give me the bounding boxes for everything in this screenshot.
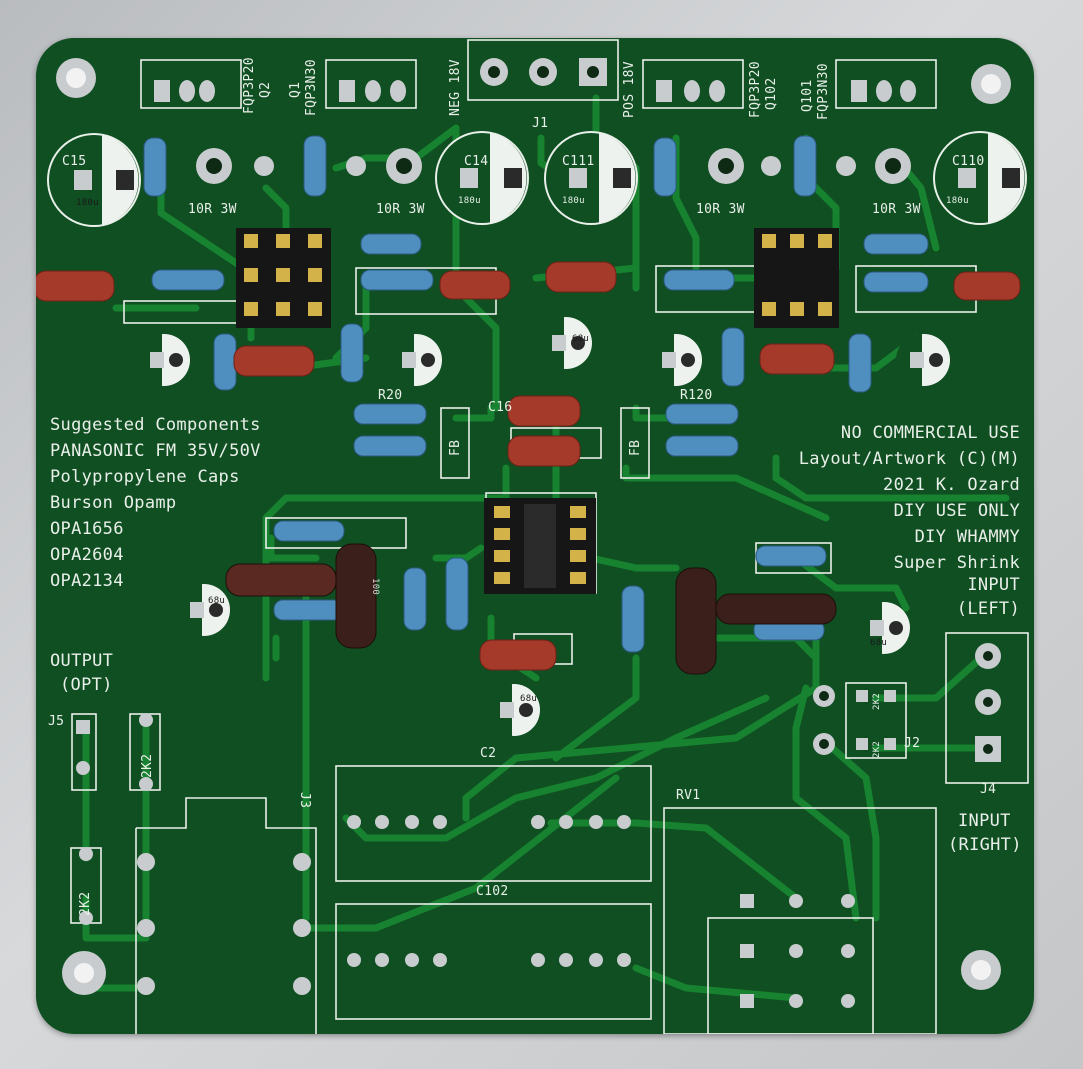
copper-traces [72, 94, 1010, 1002]
pcb-board: Suggested Components PANASONIC FM 35V/50… [36, 38, 1034, 1034]
cap-value-c110: 180u [946, 196, 969, 206]
notes-line-6: OPA2134 [50, 571, 124, 591]
power-resistor-pads [196, 148, 911, 184]
fb-left-label: FB [448, 439, 463, 456]
transistor-pads [154, 80, 916, 102]
credits-line-6: Super Shrink [893, 553, 1020, 573]
j2-pads [813, 685, 896, 755]
r120-label: R120 [680, 388, 713, 403]
power-resistor-label-3: 10R 3W [696, 202, 745, 217]
j2-label: J2 [904, 736, 921, 751]
notes-line-5: OPA2604 [50, 545, 124, 565]
pos-label: POS 18V [622, 61, 637, 118]
credits-line-4: DIY USE ONLY [893, 501, 1020, 521]
resistor-2k2-label-4: 2K2 [872, 740, 882, 758]
c15-label: C15 [62, 154, 87, 169]
j5-label: J5 [48, 714, 65, 729]
power-resistor-label-4: 10R 3W [872, 202, 921, 217]
cap-value-c15: 180u [76, 198, 99, 208]
c102-label: C102 [476, 884, 509, 899]
c2-label: C2 [480, 746, 497, 761]
q102-part: FQP3P20 [748, 61, 763, 118]
q101-label: Q101 [800, 79, 815, 112]
c16-label: C16 [488, 400, 513, 415]
cap-value-68-2: 68u [208, 596, 226, 606]
resistor-2k2-label-3: 2K2 [872, 692, 882, 710]
cap-value-c111: 180u [562, 196, 585, 206]
j3-label: J3 [297, 792, 312, 809]
pot-pads [347, 815, 855, 1008]
neg-label: NEG 18V [448, 59, 463, 116]
q101-part: FQP3N30 [816, 63, 831, 120]
rv1-label: RV1 [676, 788, 701, 803]
fb-right-label: FB [628, 439, 643, 456]
electrolytic-footprints [47, 131, 1027, 227]
notes-line-1: PANASONIC FM 35V/50V [50, 441, 261, 461]
resistor-2k2-label-1: 2K2 [140, 753, 155, 778]
notes-line-2: Polypropylene Caps [50, 467, 240, 487]
q2-part: FQP3P20 [242, 57, 257, 114]
mounting-holes [56, 58, 1011, 995]
j1-label: J1 [532, 116, 549, 131]
credits-line-2: Layout/Artwork (C)(M) [798, 449, 1020, 469]
c14-label: C14 [464, 154, 489, 169]
credits-line-1: NO COMMERCIAL USE [840, 423, 1020, 443]
credits-line-5: DIY WHAMMY [914, 527, 1020, 547]
cap-value-68-4: 68u [520, 694, 538, 704]
input-right-label: INPUT [958, 811, 1011, 831]
j4-label: J4 [980, 782, 997, 797]
dark-capacitors [225, 543, 837, 675]
input-left-sublabel: (LEFT) [956, 599, 1020, 619]
c110-label: C110 [952, 154, 985, 169]
resistor-2k2-label-2: 2K2 [78, 891, 93, 916]
q1-part: FQP3N30 [304, 59, 319, 116]
notes-title: Suggested Components [50, 415, 261, 435]
small-cap-footprints [136, 317, 950, 736]
q2-label: Q2 [258, 81, 273, 98]
ic-sockets [236, 228, 839, 594]
credits-line-3: 2021 K. Ozard [883, 475, 1020, 495]
pcb-artwork [36, 39, 1029, 1034]
cap-value-68-3: 68u [870, 638, 888, 648]
r20-label: R20 [378, 388, 403, 403]
input-right-sublabel: (RIGHT) [948, 835, 1022, 855]
q1-label: Q1 [288, 81, 303, 98]
output-sublabel: (OPT) [60, 675, 113, 695]
cap-value-c14: 180u [458, 196, 481, 206]
silkscreen-outlines [70, 39, 1029, 1034]
cap-value-100: 100 [370, 578, 380, 596]
input-connector-j4 [975, 643, 1001, 762]
cap-value-68-1: 68u [572, 334, 590, 344]
power-resistor-label-2: 10R 3W [376, 202, 425, 217]
film-capacitors [36, 261, 1021, 671]
output-pads [76, 713, 311, 995]
c111-label: C111 [562, 154, 595, 169]
notes-line-3: Burson Opamp [50, 493, 177, 513]
notes-line-4: OPA1656 [50, 519, 124, 539]
input-left-label: INPUT [967, 575, 1020, 595]
q102-label: Q102 [764, 77, 779, 110]
power-resistor-label-1: 10R 3W [188, 202, 237, 217]
power-connector-j1 [480, 58, 607, 86]
resistors [143, 135, 929, 653]
output-label: OUTPUT [50, 651, 114, 671]
